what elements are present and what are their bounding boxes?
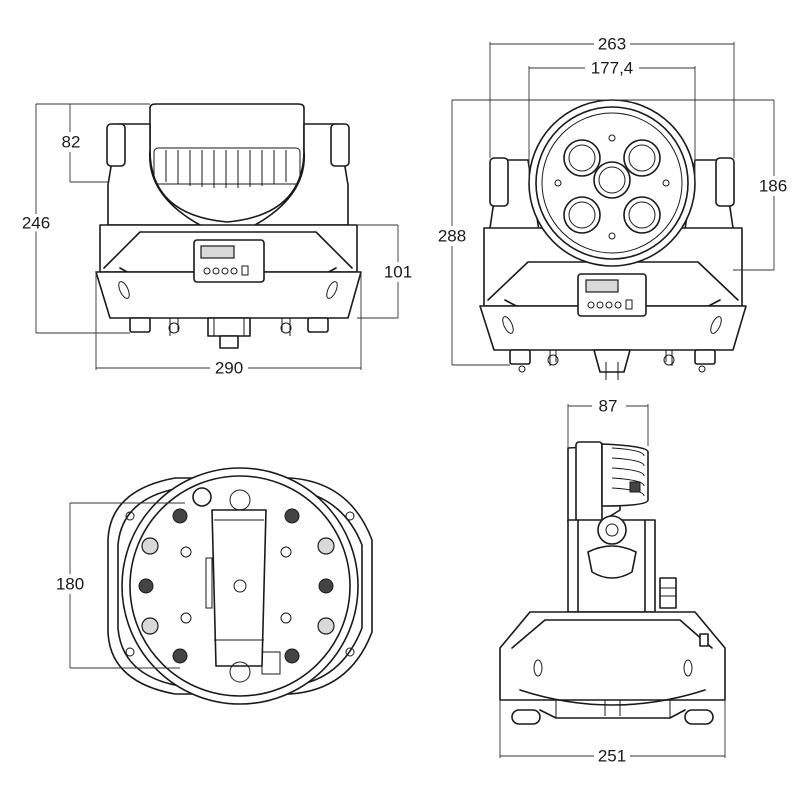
bottom-bolts (125, 508, 355, 664)
front-head-label: 186 (759, 176, 787, 195)
profile-bottom-label: 251 (598, 746, 626, 765)
side-dim-base: 101 (357, 224, 416, 319)
profile-fins (601, 443, 649, 507)
front-lens-cluster (554, 134, 670, 240)
side-head-label: 82 (62, 132, 81, 151)
side-dim-width: 290 (95, 272, 362, 378)
bottom-height-label: 180 (56, 574, 84, 593)
front-lens-label: 177,4 (591, 58, 634, 77)
front-dim-head: 186 (612, 99, 790, 271)
side-view: 246 246 82 101 290 (19, 103, 416, 378)
profile-dim-bottom: 251 (499, 700, 726, 766)
profile-top-label: 87 (599, 396, 618, 415)
bottom-dim-height: 180 (52, 502, 185, 669)
profile-view: 87 251 (499, 396, 726, 766)
side-base-label: 101 (384, 262, 412, 281)
front-dim-lens: 177,4 (528, 58, 696, 183)
side-height-label: 246 (22, 213, 50, 232)
side-head-fins (153, 147, 301, 188)
front-width-label: 263 (598, 34, 626, 53)
profile-dim-top: 87 (567, 396, 649, 448)
svg-text:246: 246 (22, 213, 50, 232)
front-dim-height: 288 (436, 99, 612, 366)
front-view: 263 177,4 288 186 (436, 34, 790, 380)
bottom-view: 180 (52, 467, 373, 705)
side-dim-height: 246 246 (19, 103, 150, 334)
side-width-label: 290 (215, 358, 243, 377)
side-dim-head: 82 (58, 104, 108, 183)
front-height-label: 288 (438, 226, 466, 245)
